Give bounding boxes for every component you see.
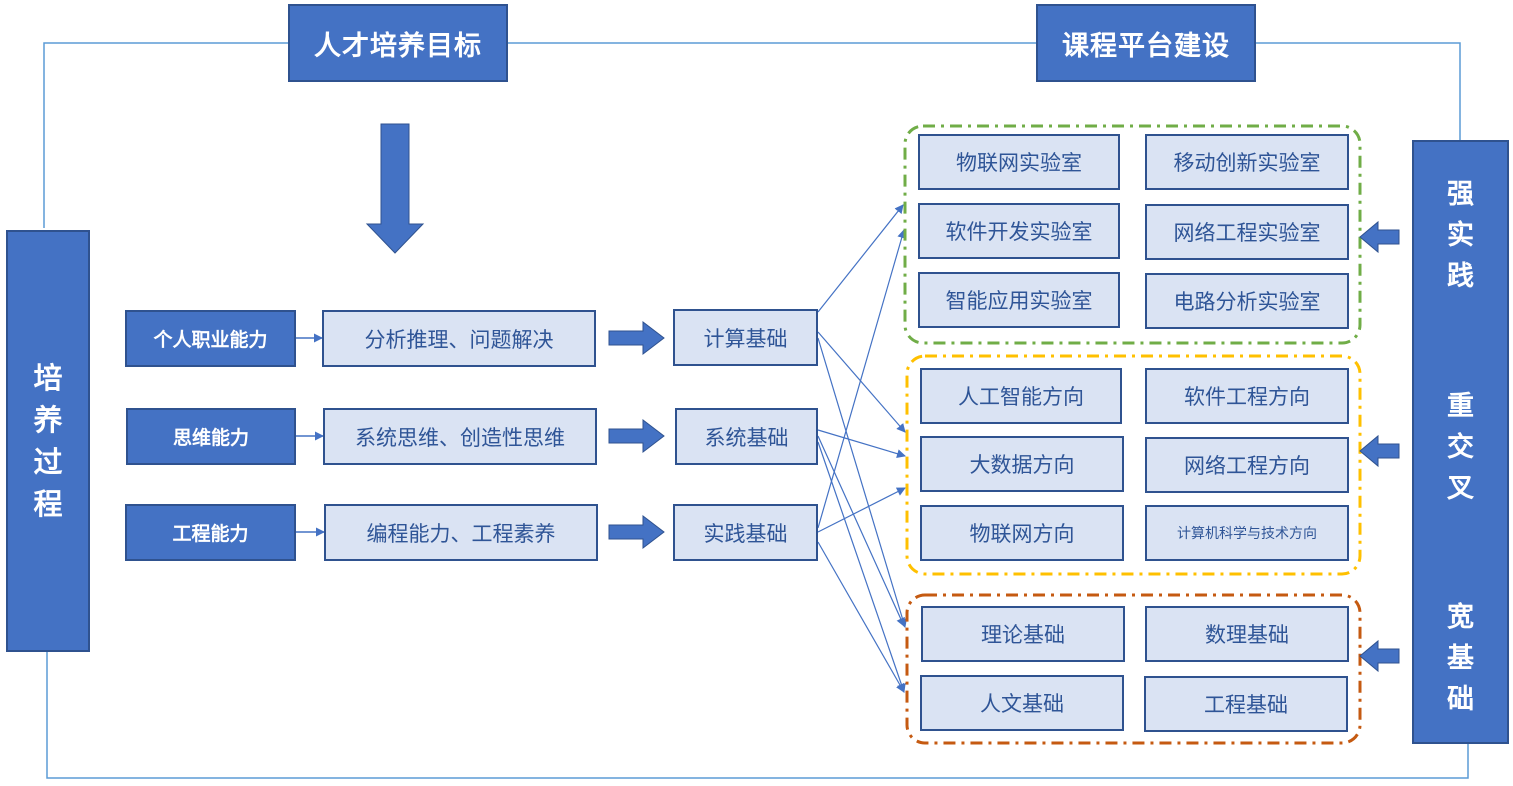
foundation-box: 实践基础 bbox=[673, 504, 818, 561]
foundation-box: 系统基础 bbox=[675, 408, 818, 465]
connector-line bbox=[817, 229, 907, 529]
lab-box: 移动创新实验室 bbox=[1145, 134, 1349, 190]
principle-foundation: 宽 基 础 bbox=[1447, 597, 1474, 720]
lab-box: 网络工程实验室 bbox=[1145, 204, 1349, 260]
method-box: 分析推理、问题解决 bbox=[322, 310, 596, 367]
direction-box: 计算机科学与技术方向 bbox=[1145, 505, 1349, 561]
connector-line bbox=[817, 541, 905, 693]
bar-char: 交 bbox=[1447, 431, 1474, 463]
bar-char: 过 bbox=[33, 445, 63, 479]
left-block-arrow-icon bbox=[1359, 639, 1400, 673]
bar-char: 础 bbox=[1447, 684, 1474, 715]
lab-box: 物联网实验室 bbox=[918, 134, 1120, 190]
course-platform-title: 课程平台建设 bbox=[1036, 4, 1256, 82]
connector-line bbox=[817, 331, 906, 433]
base-box: 工程基础 bbox=[1144, 676, 1348, 732]
base-box: 人文基础 bbox=[920, 675, 1124, 731]
ability-engineering: 工程能力 bbox=[125, 504, 296, 561]
lab-box: 软件开发实验室 bbox=[918, 203, 1120, 259]
connector-line bbox=[817, 429, 906, 459]
connector-line bbox=[817, 487, 906, 533]
method-box: 系统思维、创造性思维 bbox=[323, 408, 597, 465]
block-arrow-icon bbox=[608, 514, 665, 550]
connector-line bbox=[817, 441, 906, 693]
connector-line bbox=[817, 435, 905, 627]
bar-char: 程 bbox=[33, 487, 63, 521]
principles-bar: 强 实 践 重 交 叉 宽 基 础 bbox=[1412, 140, 1509, 744]
method-box: 编程能力、工程素养 bbox=[324, 504, 598, 561]
lab-box: 电路分析实验室 bbox=[1145, 273, 1349, 329]
direction-box: 人工智能方向 bbox=[920, 368, 1122, 424]
direction-box: 网络工程方向 bbox=[1145, 437, 1349, 493]
bar-char: 践 bbox=[1447, 261, 1474, 292]
direction-box: 大数据方向 bbox=[920, 436, 1124, 492]
bar-char: 培 bbox=[33, 361, 63, 395]
talent-goal-title: 人才培养目标 bbox=[288, 4, 508, 82]
ability-thinking: 思维能力 bbox=[126, 408, 296, 465]
block-arrow-icon bbox=[608, 320, 665, 356]
direction-box: 物联网方向 bbox=[920, 505, 1124, 561]
bar-char: 宽 bbox=[1447, 602, 1474, 633]
down-arrow-icon bbox=[365, 123, 425, 254]
bar-char: 强 bbox=[1447, 179, 1474, 210]
direction-box: 软件工程方向 bbox=[1145, 368, 1349, 424]
base-box: 理论基础 bbox=[921, 606, 1125, 662]
training-process-bar: 培 养 过 程 bbox=[6, 230, 90, 652]
connector-line bbox=[817, 204, 904, 313]
principle-practice: 强 实 践 bbox=[1447, 174, 1474, 297]
bar-char: 叉 bbox=[1447, 472, 1474, 504]
bar-char: 实 bbox=[1447, 220, 1474, 251]
outer-frame-line bbox=[1256, 42, 1461, 140]
block-arrow-icon bbox=[608, 418, 665, 454]
foundation-box: 计算基础 bbox=[673, 309, 818, 366]
left-block-arrow-icon bbox=[1359, 220, 1400, 254]
principle-cross: 重 交 叉 bbox=[1447, 386, 1474, 509]
bar-char: 重 bbox=[1447, 390, 1474, 422]
bar-char: 养 bbox=[33, 403, 63, 437]
ability-personal: 个人职业能力 bbox=[125, 310, 296, 367]
lab-box: 智能应用实验室 bbox=[918, 272, 1120, 328]
bar-char: 基 bbox=[1447, 643, 1474, 674]
outer-frame-line bbox=[43, 42, 288, 228]
connector-line bbox=[817, 337, 908, 628]
base-box: 数理基础 bbox=[1145, 606, 1349, 662]
left-block-arrow-icon bbox=[1359, 434, 1400, 468]
